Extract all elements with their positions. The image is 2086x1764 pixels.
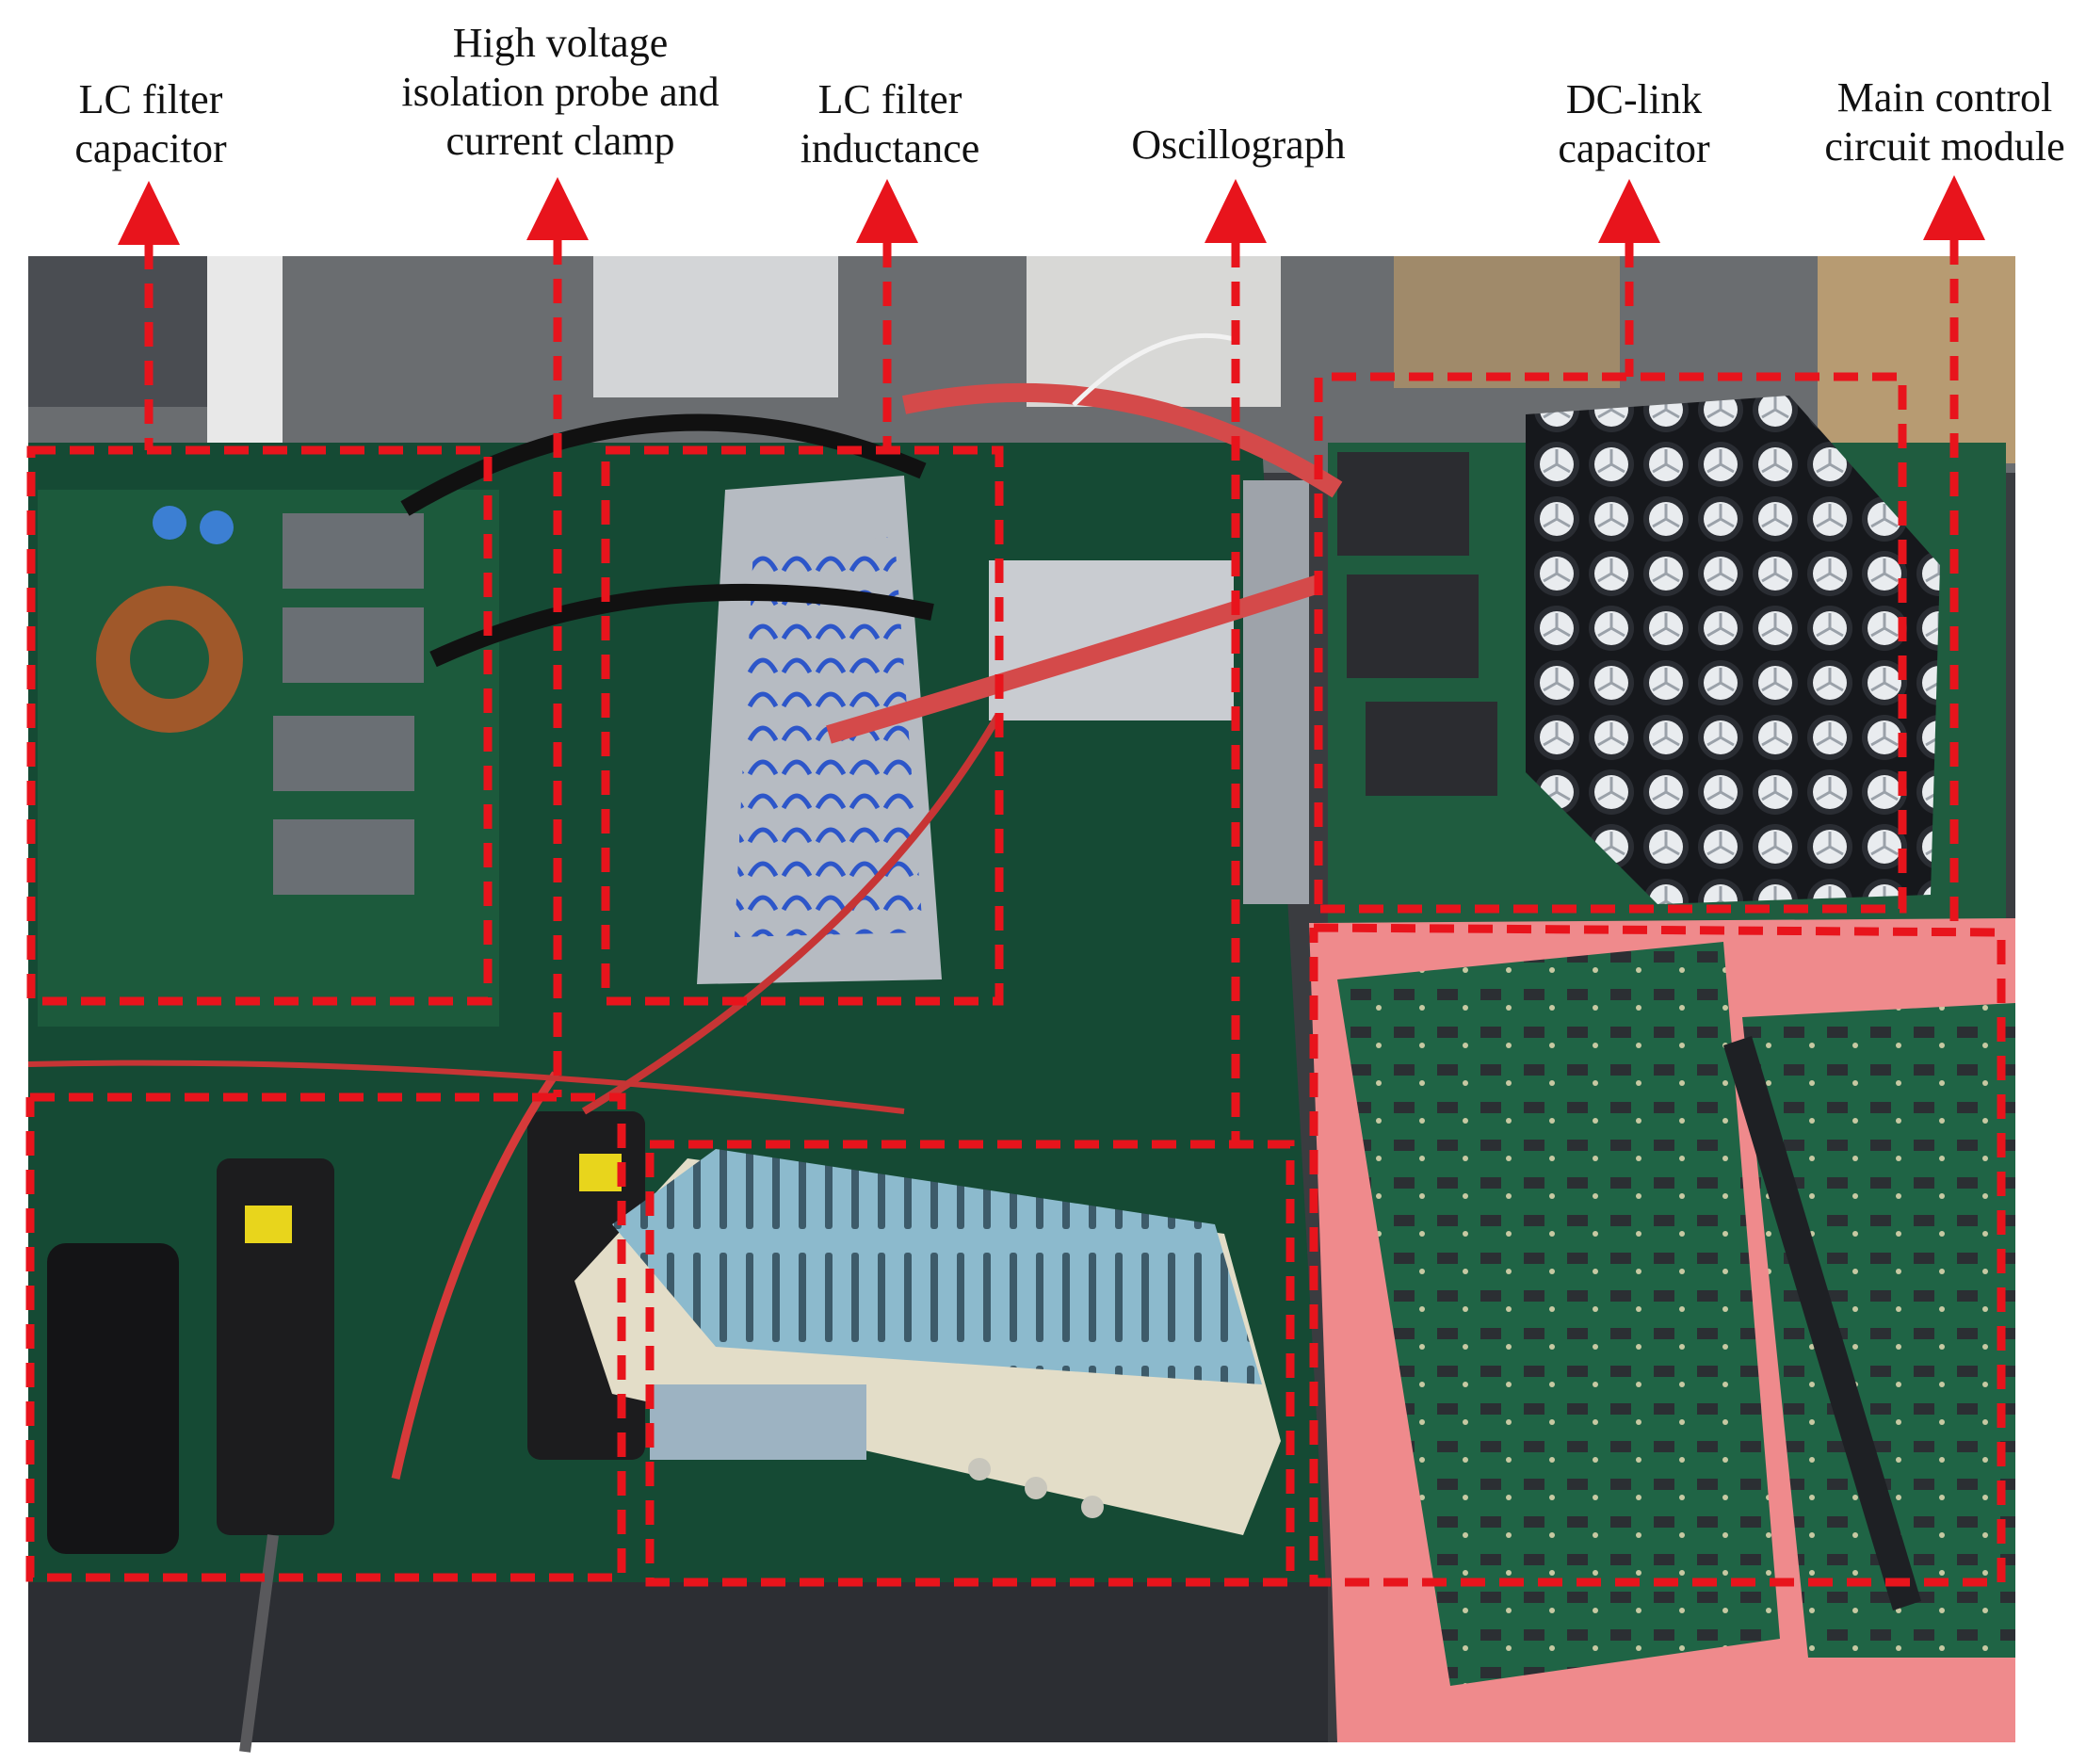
probes-and-clamp bbox=[47, 1071, 645, 1753]
box-dc-link-capacitor bbox=[1314, 372, 1907, 914]
label-lc-filter-inductance: LC filter inductance bbox=[800, 76, 980, 171]
box-main-control-circuit bbox=[1309, 923, 2006, 1587]
heatsink bbox=[989, 480, 1309, 904]
lc-filter-board bbox=[38, 490, 499, 1027]
arrow-up-icon bbox=[856, 179, 918, 243]
box-hv-probe-and-clamp bbox=[25, 1092, 626, 1582]
box-lc-filter-capacitor bbox=[26, 445, 493, 1006]
label-hv-probe-and-clamp: High voltage isolation probe and current… bbox=[401, 20, 720, 164]
annotation-arrows bbox=[118, 175, 1985, 245]
box-lc-filter-inductance bbox=[601, 445, 1004, 1006]
label-oscillograph: Oscillograph bbox=[1131, 121, 1346, 168]
inductance-box bbox=[697, 476, 942, 984]
arrow-up-icon bbox=[526, 177, 589, 240]
arrow-up-icon bbox=[1923, 175, 1985, 240]
label-dc-link-capacitor: DC-link capacitor bbox=[1558, 76, 1710, 171]
arrow-up-icon bbox=[118, 181, 180, 245]
box-oscillograph bbox=[645, 1140, 1295, 1587]
arrow-up-icon bbox=[1205, 179, 1267, 243]
power-cables bbox=[27, 332, 1343, 1115]
control-board bbox=[1337, 942, 2015, 1686]
oscilloscope bbox=[574, 1149, 1281, 1535]
label-main-control-circuit: Main control circuit module bbox=[1824, 74, 2065, 170]
label-lc-filter-capacitor: LC filter capacitor bbox=[74, 76, 227, 171]
annotation-overlays bbox=[25, 240, 2006, 1587]
arrow-up-icon bbox=[1598, 179, 1660, 243]
dc-link-board bbox=[1328, 396, 2006, 932]
